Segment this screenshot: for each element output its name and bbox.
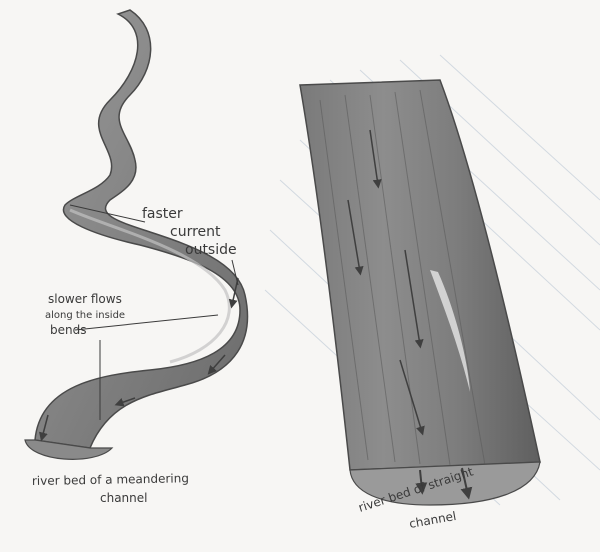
label-current: current (170, 224, 221, 240)
label-meander-bed-2: channel (100, 491, 147, 505)
straight-channel (300, 80, 540, 505)
label-bends: bends (50, 323, 86, 337)
label-straight-bed-2: channel (408, 509, 457, 531)
label-slower-flows: slower flows (48, 292, 122, 306)
label-meander-bed-1: river bed of a meandering (32, 471, 189, 488)
label-along-inside: along the inside (45, 310, 125, 321)
label-faster: faster (142, 206, 183, 222)
label-outside: outside (185, 242, 237, 258)
straight-channel-body (300, 80, 540, 470)
